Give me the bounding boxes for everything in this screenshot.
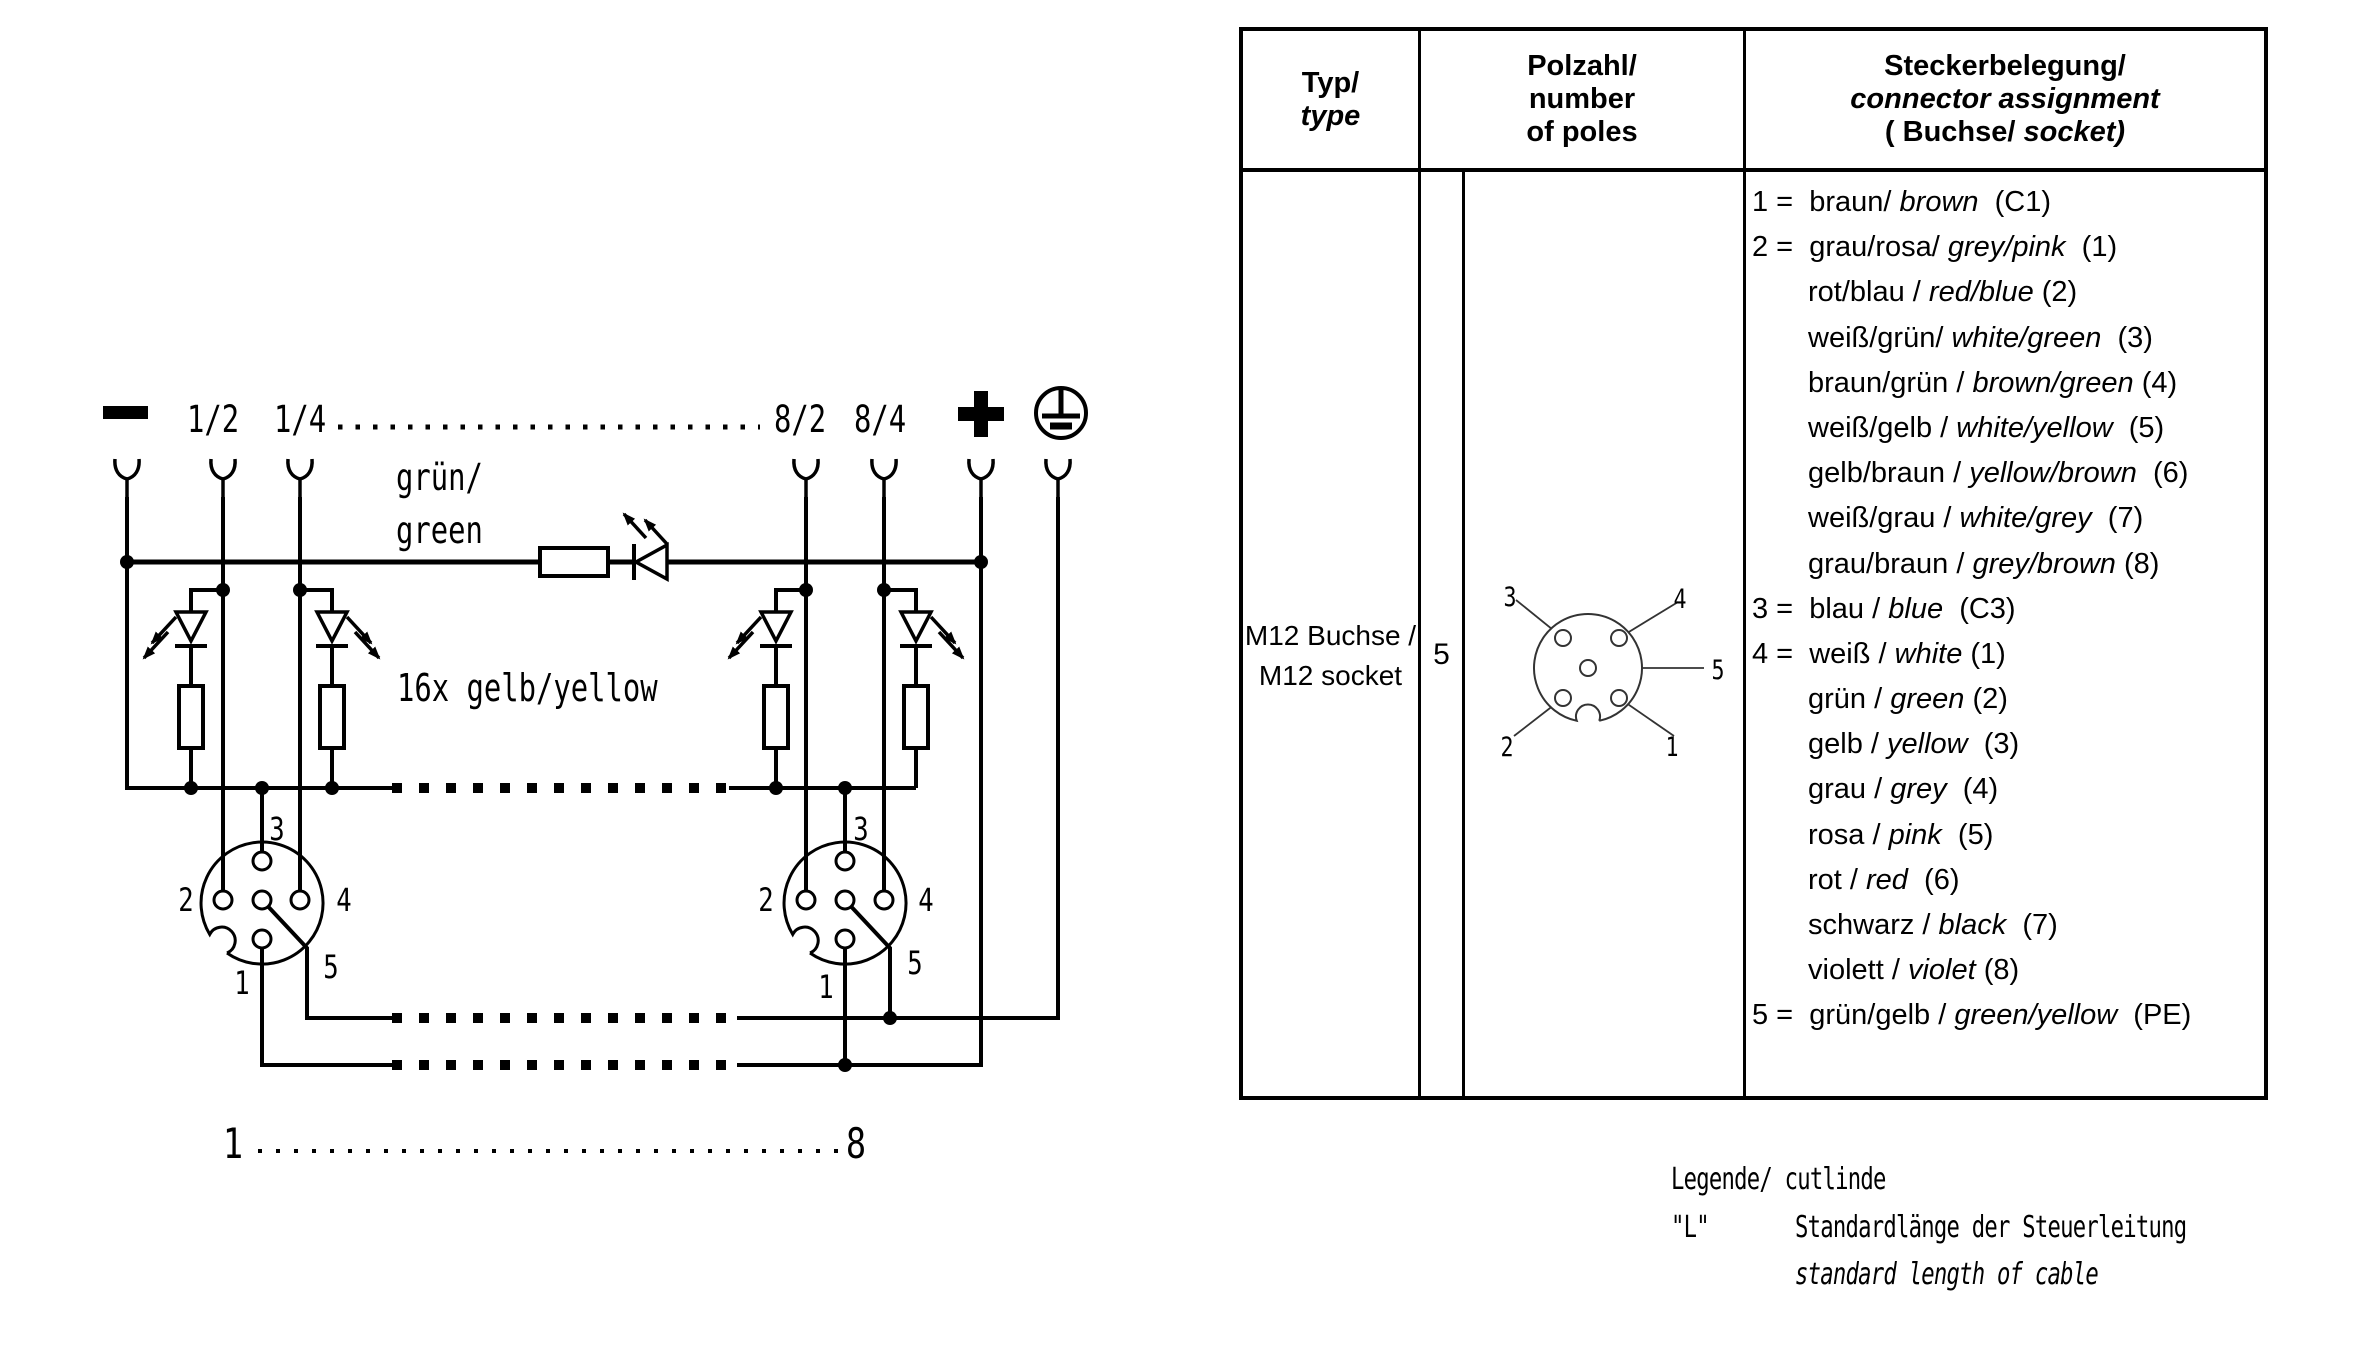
plus-terminal-icon xyxy=(958,391,1004,437)
connector-pins xyxy=(212,850,895,950)
table-divider-col2 xyxy=(1743,27,1746,1100)
table-divider-poles xyxy=(1462,171,1465,1100)
yellow-leds xyxy=(142,610,965,660)
pin1-left-wire xyxy=(260,948,392,1067)
left-connector-pin-labels: 3 2 4 5 1 xyxy=(178,810,351,1002)
legend-title: Legende/ cutlinde xyxy=(1671,1162,1886,1197)
pin5-left-wire xyxy=(260,898,392,1020)
led-branch-4 xyxy=(884,588,918,788)
wiring-schematic: 1/2 1/4 8/2 8/4 grün/ green 16x gelb/yel… xyxy=(103,386,1088,1168)
assignment-line: rot / red (6) xyxy=(1808,863,1960,896)
box-range-start: 1 xyxy=(223,1119,243,1168)
svg-text:1: 1 xyxy=(234,964,249,1002)
svg-text:3: 3 xyxy=(853,810,868,848)
assignment-line: schwarz / black (7) xyxy=(1808,909,2058,941)
assignment-line: grün / green (2) xyxy=(1808,683,2008,716)
wires xyxy=(125,497,1060,1067)
svg-text:5: 5 xyxy=(1711,654,1724,686)
box-range-end: 8 xyxy=(846,1119,866,1168)
minus-wire xyxy=(125,497,392,790)
resistors xyxy=(177,546,930,750)
svg-text:2: 2 xyxy=(1500,731,1513,763)
assignment-line: 5 = grün/gelb / green/yellow (PE) xyxy=(1752,999,2192,1032)
assignment-line: braun/grün / brown/green (4) xyxy=(1808,366,2178,399)
terminal-label-1-4: 1/4 xyxy=(274,397,326,440)
cell-pole-count: 5 xyxy=(1433,638,1450,671)
header-poles: Polzahl/ number of poles xyxy=(1526,50,1638,148)
pin5-right-wire xyxy=(843,898,892,1018)
legend-text-de: Standardlänge der Steuerleitung xyxy=(1795,1210,2187,1245)
header-type: Typ/ type xyxy=(1243,31,1418,168)
svg-text:4: 4 xyxy=(918,881,933,919)
dashed-runs xyxy=(392,783,737,1070)
assignment-line: grau/braun / grey/brown (8) xyxy=(1808,547,2160,580)
green-led-label-en: green xyxy=(396,508,483,551)
assignment-line: gelb/braun / yellow/brown (6) xyxy=(1808,457,2189,490)
assignment-line: grau / grey (4) xyxy=(1808,773,1999,806)
assignment-list: 1 = braun/ brown (C1) 2 = grau/rosa/ grey… xyxy=(1752,180,2264,1039)
legend-text-en: standard length of cable xyxy=(1795,1257,2099,1292)
green-led-label-de: grün/ xyxy=(396,455,483,498)
assignment-line: 1 = braun/ brown (C1) xyxy=(1752,186,2052,218)
assignment-line: 4 = weiß / white (1) xyxy=(1752,637,2006,670)
assignment-line: weiß/gelb / white/yellow (5) xyxy=(1808,411,2165,444)
svg-text:3: 3 xyxy=(269,810,284,848)
terminal-label-1-2: 1/2 xyxy=(187,397,239,440)
connector-table xyxy=(1239,27,2268,1100)
svg-text:2: 2 xyxy=(178,881,193,919)
green-led xyxy=(622,512,669,582)
pin3-stubs xyxy=(260,788,847,853)
terminal-label-8-2: 8/2 xyxy=(774,397,826,440)
right-connector-pin-labels: 3 2 4 5 1 xyxy=(758,810,933,1006)
header-type-de: Typ/ xyxy=(1301,66,1360,99)
assignment-line: rot/blau / red/blue (2) xyxy=(1808,276,2078,309)
assignment-line: gelb / yellow (3) xyxy=(1808,728,2020,761)
wire-entry-forks xyxy=(113,458,1072,497)
pinout-pin-labels: 3 4 5 2 1 xyxy=(1500,581,1724,763)
assignment-line: violett / violet (8) xyxy=(1808,954,2020,987)
yellow-led-count-label: 16x gelb/yellow xyxy=(397,666,658,710)
assignment-line: weiß/grau / white/grey (7) xyxy=(1808,502,2144,535)
bus-resistor xyxy=(538,546,610,578)
header-type-en: type xyxy=(1300,99,1361,132)
svg-text:4: 4 xyxy=(1673,583,1686,615)
table-divider-col1 xyxy=(1418,27,1421,1100)
legend-key: "L" xyxy=(1671,1210,1710,1245)
assignment-line: rosa / pink (5) xyxy=(1808,818,1994,851)
assignment-line: 3 = blau / blue (C3) xyxy=(1752,592,2016,625)
assignment-line: 2 = grau/rosa/ grey/pink (1) xyxy=(1752,231,2118,264)
terminal-label-8-4: 8/4 xyxy=(854,397,906,440)
minus-terminal-icon xyxy=(103,406,148,419)
svg-text:1: 1 xyxy=(1665,731,1678,763)
svg-text:3: 3 xyxy=(1503,581,1516,613)
assignment-line: weiß/grün/ white/green (3) xyxy=(1808,321,2153,354)
svg-text:1: 1 xyxy=(818,968,833,1006)
svg-text:2: 2 xyxy=(758,881,773,919)
svg-text:5: 5 xyxy=(907,944,922,982)
svg-text:4: 4 xyxy=(336,881,351,919)
pinout-diagram: 3 4 5 2 1 xyxy=(1500,581,1724,763)
svg-text:5: 5 xyxy=(323,948,338,986)
junction-dots xyxy=(120,555,988,1072)
header-assignment: Steckerbelegung/ connector assignment ( … xyxy=(1850,50,2160,148)
pe-wire xyxy=(737,497,1060,1020)
table-header-divider xyxy=(1239,168,2268,172)
plus-wire xyxy=(737,497,983,1067)
cell-type: M12 Buchse / M12 socket xyxy=(1244,619,1417,691)
ground-terminal-icon xyxy=(1034,386,1088,440)
